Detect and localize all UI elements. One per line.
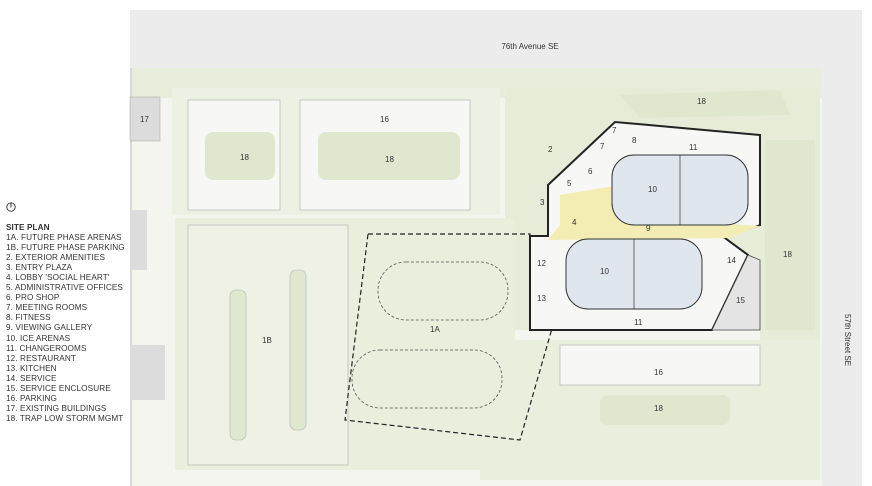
road-57th-street <box>822 10 862 486</box>
road-label-57th-street: 57th Street SE <box>843 314 852 366</box>
legend-item: 18. TRAP LOW STORM MGMT <box>6 413 124 423</box>
future-parking-island-b <box>289 269 307 431</box>
legend-item: 1B. FUTURE PHASE PARKING <box>6 243 125 253</box>
parking-island-west <box>205 132 275 180</box>
label-11-lower: 11 <box>634 318 643 327</box>
legend-item: 5. ADMINISTRATIVE OFFICES <box>6 283 123 293</box>
label-1a: 1A <box>430 325 440 334</box>
legend-item: 8. FITNESS <box>6 313 51 323</box>
road-76th-avenue <box>130 10 862 68</box>
legend-item: 1A. FUTURE PHASE ARENAS <box>6 233 122 243</box>
label-18-south: 18 <box>654 404 663 413</box>
existing-building-west-a <box>130 210 147 270</box>
legend-item: 4. LOBBY 'SOCIAL HEART' <box>6 273 110 283</box>
label-1b: 1B <box>262 336 272 345</box>
label-16-upper: 16 <box>380 115 389 124</box>
label-17: 17 <box>140 115 149 124</box>
service-enclosure <box>711 254 761 331</box>
label-11-upper: 11 <box>689 143 698 152</box>
future-rink-lower <box>351 349 503 409</box>
legend-item: 10. ICE ARENAS <box>6 333 71 343</box>
legend-item: 14. SERVICE <box>6 373 57 383</box>
storm-mgmt-east <box>765 140 815 330</box>
label-9: 9 <box>646 224 651 233</box>
legend-item: 3. ENTRY PLAZA <box>6 263 73 273</box>
label-15: 15 <box>736 296 745 305</box>
legend-item: 6. PRO SHOP <box>6 293 60 303</box>
label-18-east: 18 <box>783 250 792 259</box>
road-boundary-left <box>130 68 132 486</box>
label-12: 12 <box>537 259 546 268</box>
parking-island-center <box>318 132 460 180</box>
legend-item: 15. SERVICE ENCLOSURE <box>6 383 111 393</box>
legend-item: 11. CHANGEROOMS <box>6 343 87 353</box>
label-14: 14 <box>727 256 736 265</box>
parking-island-south <box>600 395 730 425</box>
north-arrow-icon <box>6 202 16 212</box>
future-rink-upper <box>377 261 509 321</box>
label-7b: 7 <box>600 142 605 151</box>
label-4: 4 <box>572 218 577 227</box>
label-10-upper: 10 <box>648 185 657 194</box>
label-16-lower: 16 <box>654 368 663 377</box>
label-7a: 7 <box>612 126 617 135</box>
existing-building-west-b <box>130 345 165 400</box>
road-label-76th-avenue: 76th Avenue SE <box>501 42 558 51</box>
legend-item: 12. RESTAURANT <box>6 353 76 363</box>
lobby-area <box>548 185 760 240</box>
label-2: 2 <box>548 145 553 154</box>
label-5: 5 <box>567 179 572 188</box>
label-18-west: 18 <box>240 153 249 162</box>
label-10-lower: 10 <box>600 267 609 276</box>
site-plan-legend: SITE PLAN 1A. FUTURE PHASE ARENAS 1B. FU… <box>6 223 134 424</box>
legend-item: 7. MEETING ROOMS <box>6 303 88 313</box>
existing-building-17 <box>129 96 161 142</box>
legend-item: 13. KITCHEN <box>6 363 57 373</box>
label-18-center: 18 <box>385 155 394 164</box>
label-13: 13 <box>537 294 546 303</box>
future-parking-island-a <box>229 289 247 441</box>
label-3: 3 <box>540 198 545 207</box>
label-18-north: 18 <box>697 97 706 106</box>
legend-item: 16. PARKING <box>6 393 57 403</box>
label-6: 6 <box>588 167 593 176</box>
parking-lot-south <box>559 344 761 386</box>
legend-title: SITE PLAN <box>6 223 50 232</box>
legend-item: 2. EXTERIOR AMENITIES <box>6 253 106 263</box>
future-parking-1b <box>187 224 349 466</box>
legend-item: 17. EXISTING BUILDINGS <box>6 403 107 413</box>
legend-item: 9. VIEWING GALLERY <box>6 323 93 333</box>
storm-mgmt-north <box>620 90 790 118</box>
label-8: 8 <box>632 136 637 145</box>
